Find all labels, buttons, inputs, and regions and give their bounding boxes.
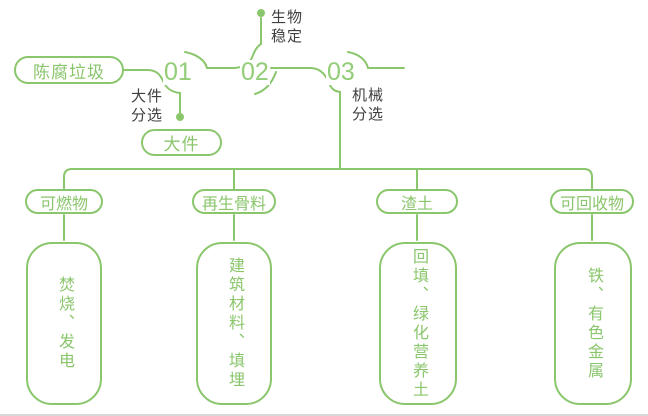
node-slag-soil-label: 渣土 [400,195,433,213]
step-number-02: 02 [240,58,270,86]
node-source: 陈腐垃圾 [14,56,124,84]
result-combustible-text: 焚烧、发电 [56,276,73,371]
distribution-rail [63,168,593,190]
result-slag-text: 回填、绿化营养土 [410,247,427,400]
bottom-edge-line [0,414,648,416]
result-recyclable-text: 铁、有色金属 [585,266,602,381]
node-source-label: 陈腐垃圾 [33,62,105,82]
result-aggregate-text: 建筑材料、填埋 [226,257,243,390]
swoosh-under-02 [254,71,277,95]
node-combustible-label: 可燃物 [39,195,88,213]
node-recyclable: 可回收物 [550,189,634,214]
result-box-combustible: 焚烧、发电 [26,242,102,405]
result-box-recyclable: 铁、有色金属 [554,242,632,405]
node-recycled-aggregate-label: 再生骨料 [201,195,266,213]
node-slag-soil: 渣土 [376,189,458,214]
connector-dot-bulky [176,113,184,121]
result-box-slag: 回填、绿化营养土 [379,242,457,405]
node-bulky-item: 大件 [141,129,222,156]
label-bulky-sorting: 大件分选 [131,88,164,124]
node-bulky-item-label: 大件 [163,135,200,154]
label-mechanical-sorting: 机械分选 [352,87,385,123]
step-number-01: 01 [163,58,193,86]
line-03-tail [347,51,405,69]
step-number-03: 03 [326,58,356,86]
label-bio-stabilization: 生物稳定 [271,9,304,45]
node-recyclable-label: 可回收物 [559,195,624,213]
node-combustible: 可燃物 [25,189,103,214]
connector-dot-bio [257,9,265,17]
result-box-aggregate: 建筑材料、填埋 [196,242,272,405]
node-recycled-aggregate: 再生骨料 [192,189,276,214]
